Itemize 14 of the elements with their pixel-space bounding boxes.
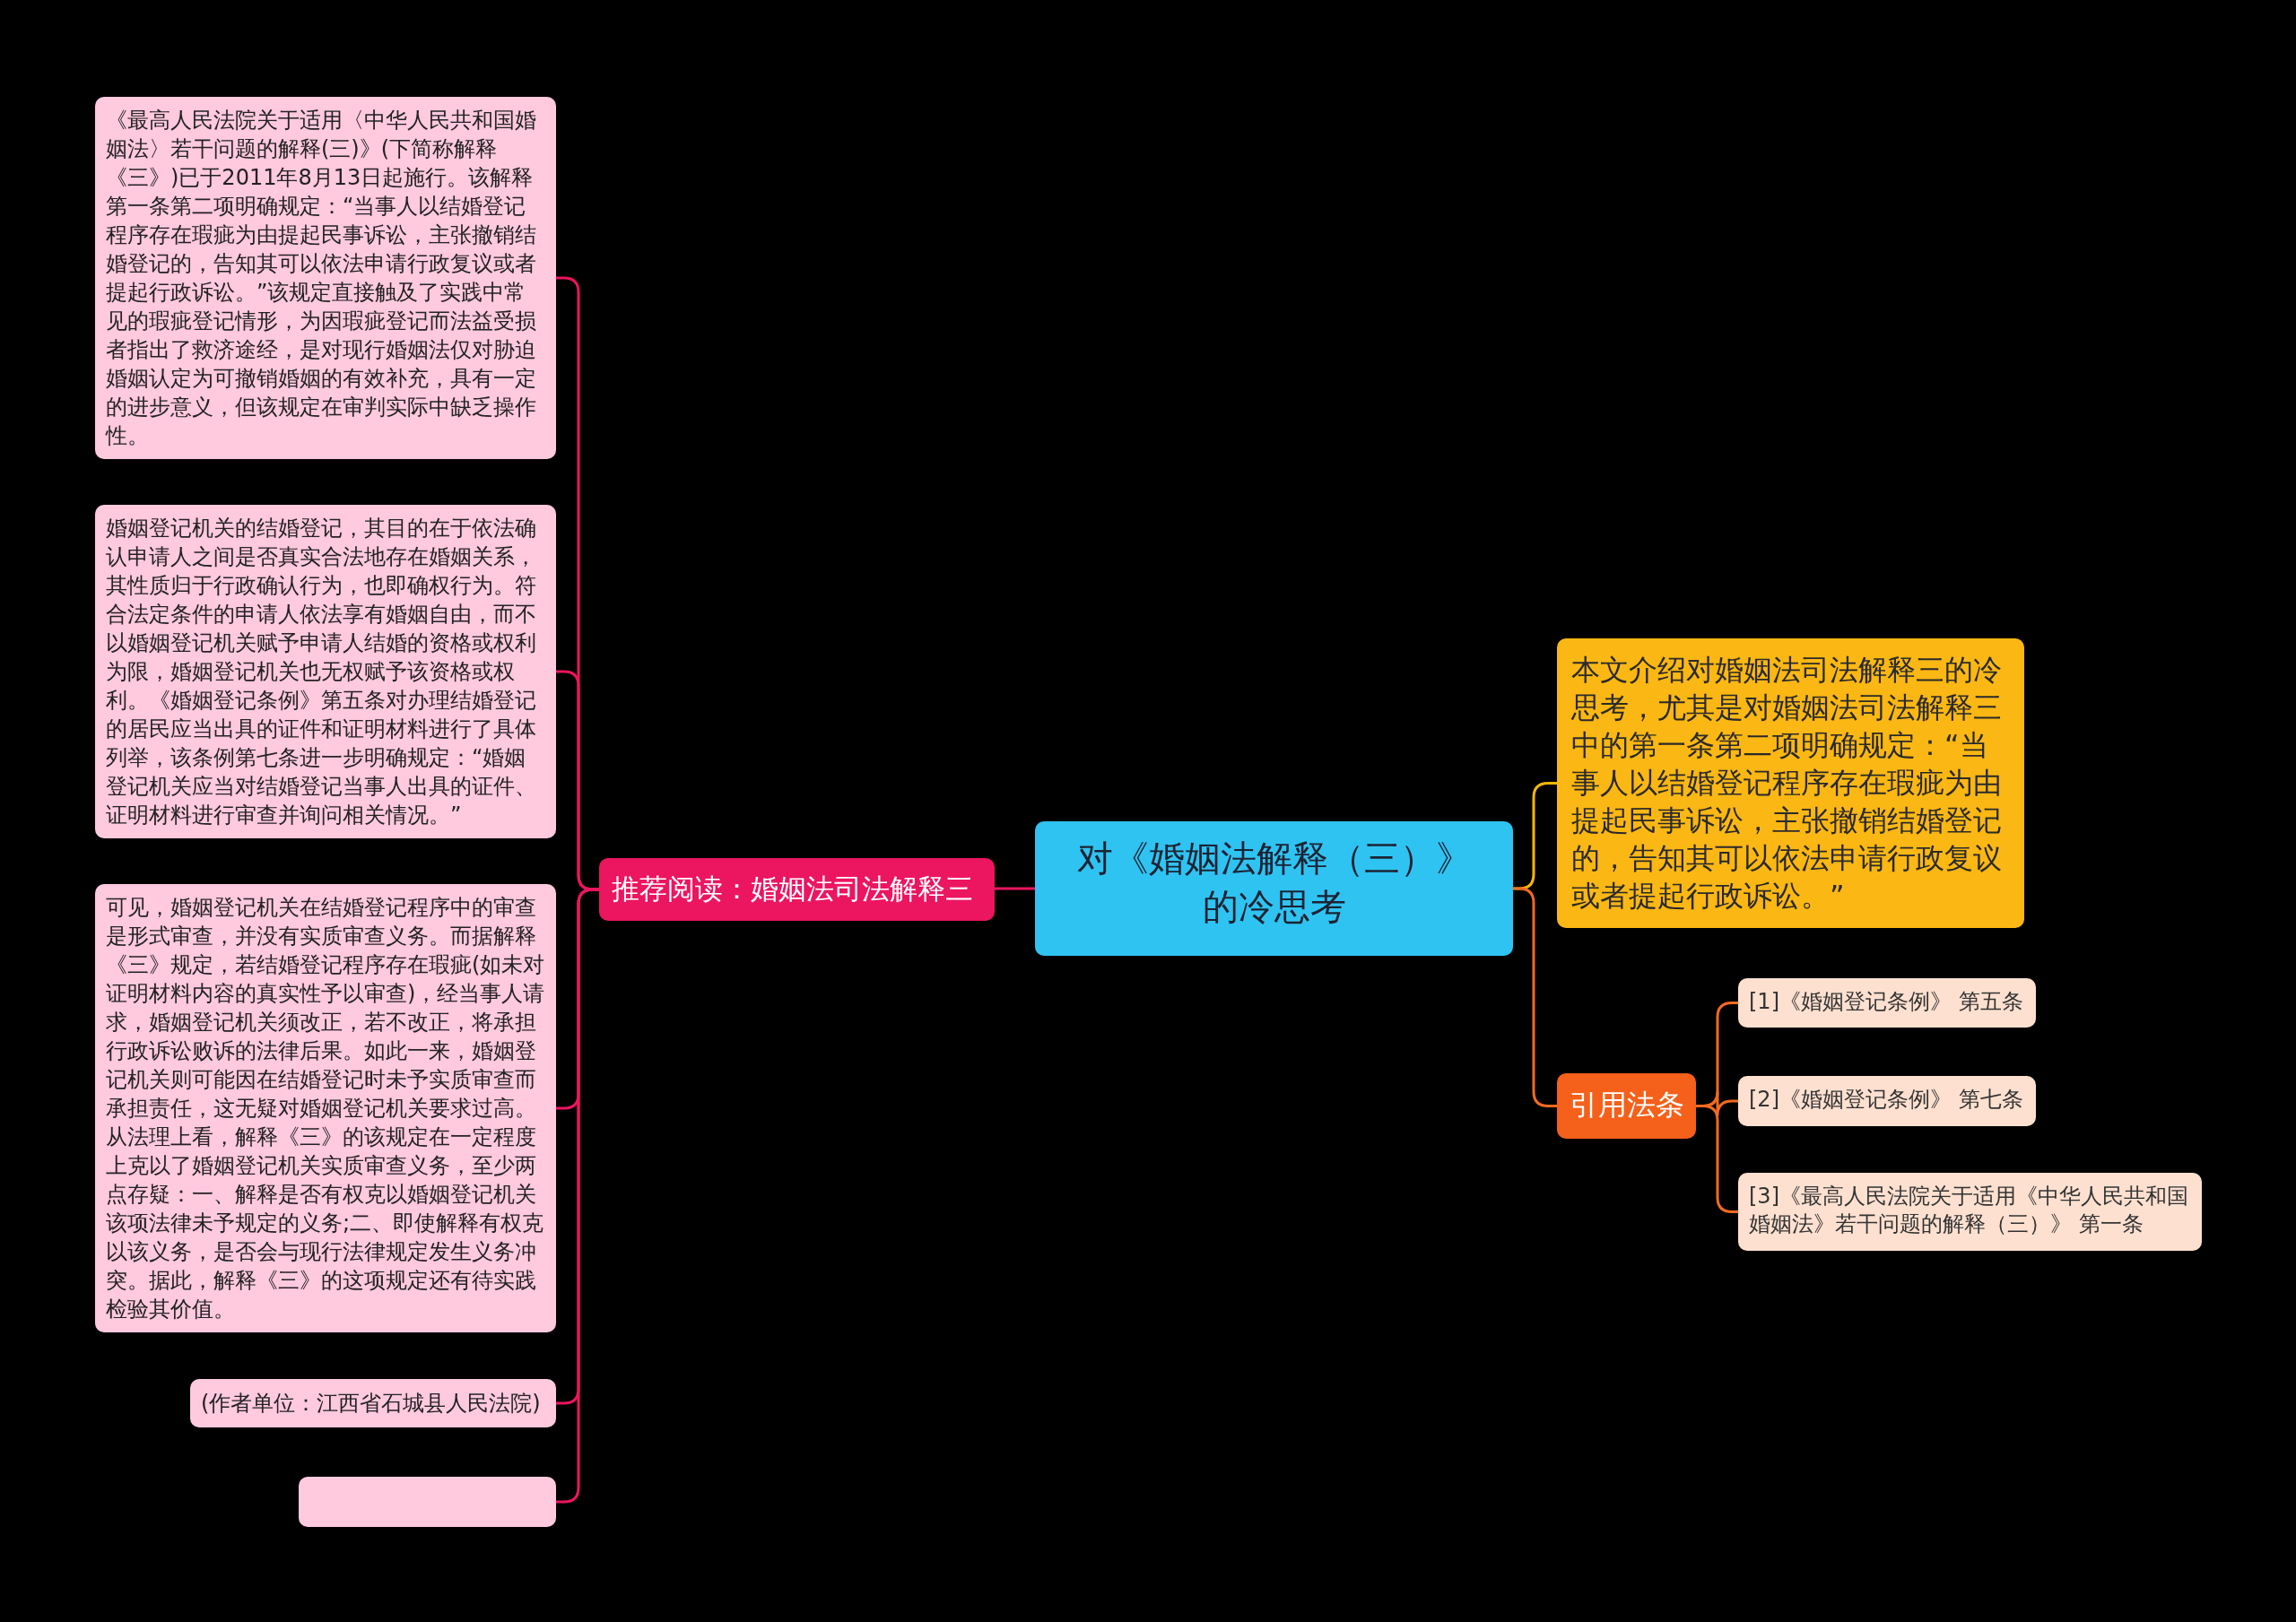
note-box: [299, 1477, 556, 1527]
summary-box: 本文介绍对婚姻法司法解释三的冷思考，尤其是对婚姻法司法解释三中的第一条第二项明确规定：“当事人以结婚登记程序存在瑕疵为由提起民事诉讼，主张撤销结婚登记的，告知其可以依法申请行政复议或者提起行政诉讼。”: [1557, 638, 2024, 928]
connector-line: [995, 887, 1035, 890]
branch-topic-box: 推荐阅读：婚姻法司法解释三: [599, 858, 995, 921]
note-box: 《最高人民法院关于适用〈中华人民共和国婚姻法〉若干问题的解释(三)》(下简称解释《三》)已于2011年8月13日起施行。该解释第一条第二项明确规定：“当事人以结婚登记程序存在瑕疵为由提起民事诉讼，主张撤销结婚登记的，告知其可以依法申请行政复议或者提起行政诉讼。”该规定直接触及了实践中常见的瑕疵登记情形，为因瑕疵登记而法益受损者指出了救济途经，是对现行婚姻法仅对胁迫婚姻认定为可撤销婚姻的有效补充，具有一定的进步意义，但该规定在审判实际中缺乏操作性。: [95, 97, 556, 459]
central-topic-box: 对《婚姻法解释（三）》的冷思考: [1035, 821, 1513, 956]
branch-topic-box: 引用法条: [1557, 1073, 1696, 1139]
citation-box: [3]《最高人民法院关于适用《中华人民共和国婚姻法》若干问题的解释（三）》 第一条: [1738, 1173, 2202, 1251]
note-box: 婚姻登记机关的结婚登记，其目的在于依法确认申请人之间是否真实合法地存在婚姻关系，其性质归于行政确认行为，也即确权行为。符合法定条件的申请人依法享有婚姻自由，而不以婚姻登记机关赋予申请人结婚的资格或权利为限，婚姻登记机关也无权赋予该资格或权利。《婚姻登记条例》第五条对办理结婚登记的居民应当出具的证件和证明材料进行了具体列举，该条例第七条进一步明确规定：“婚姻登记机关应当对结婚登记当事人出具的证件、证明材料进行审查并询问相关情况。”: [95, 505, 556, 838]
citation-box: [1]《婚姻登记条例》 第五条: [1738, 978, 2036, 1028]
citation-box: [2]《婚姻登记条例》 第七条: [1738, 1076, 2036, 1126]
connector-line: [1696, 1105, 1738, 1213]
note-box: 可见，婚姻登记机关在结婚登记程序中的审查是形式审查，并没有实质审查义务。而据解释《三》规定，若结婚登记程序存在瑕疵(如未对证明材料内容的真实性予以审查)，经当事人请求，婚姻登记机关须改正，若不改正，将承担行政诉讼败诉的法律后果。如此一来，婚姻登记机关则可能因在结婚登记时未予实质审查而承担责任，这无疑对婚姻登记机关要求过高。从法理上看，解释《三》的该规定在一定程度上克以了婚姻登记机关实质审查义务，至少两点存疑：一、解释是否有权克以婚姻登记机关该项法律未予规定的义务;二、即使解释有权克以该义务，是否会与现行法律规定发生义务冲突。据此，解释《三》的这项规定还有待实践检验其价值。: [95, 884, 556, 1332]
note-box: (作者单位：江西省石城县人民法院): [190, 1379, 556, 1427]
